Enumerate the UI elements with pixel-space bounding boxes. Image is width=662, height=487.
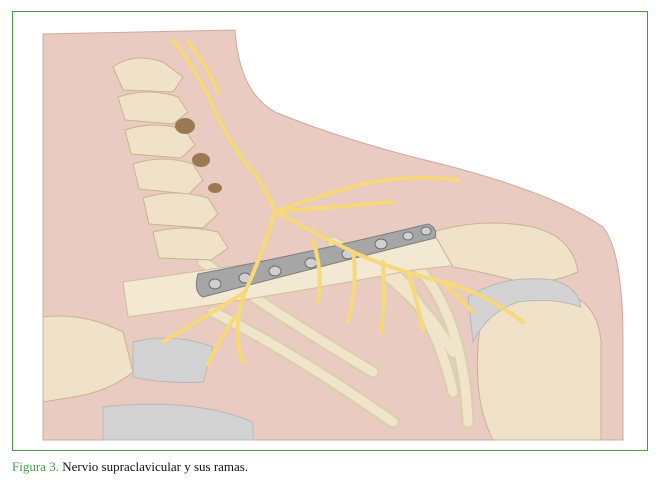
acromion	[432, 222, 579, 283]
lung-shadow	[132, 337, 214, 383]
caption-text: Nervio supraclavicular y sus ramas.	[58, 459, 249, 474]
figure-caption: Figura 3. Nervio supraclavicular y sus r…	[12, 459, 248, 475]
anatomical-illustration	[42, 29, 624, 441]
caption-label: Figura 3.	[12, 459, 59, 474]
supraclavicular-nerve	[161, 38, 525, 366]
cervical-spine	[112, 57, 229, 261]
figure-frame	[12, 11, 648, 451]
joint-cartilage	[467, 278, 582, 344]
